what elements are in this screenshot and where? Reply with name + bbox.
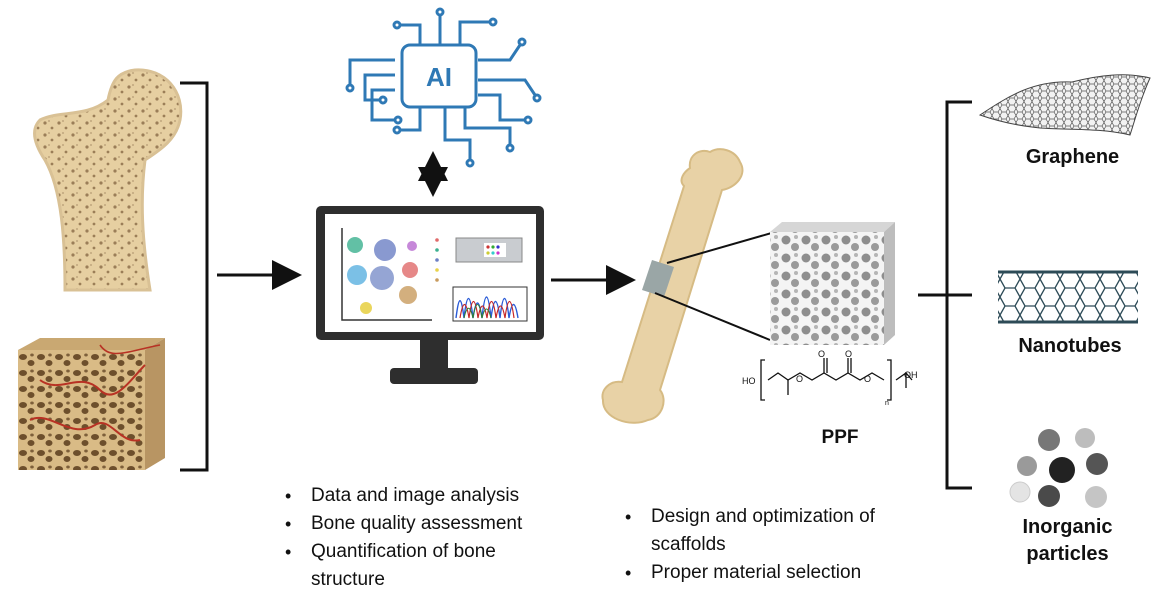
bullet-item: Design and optimization of scaffolds xyxy=(623,503,943,559)
nanotube-illustration xyxy=(998,270,1138,324)
ppf-label: PPF xyxy=(821,427,859,448)
inorganic-particles-illustration xyxy=(1009,428,1108,508)
ai-brain-circuit xyxy=(345,7,542,168)
right-bullet-list: Design and optimization of scaffolds Pro… xyxy=(623,503,943,587)
chem-ho-label: HO xyxy=(742,376,756,386)
left-bracket xyxy=(180,81,209,472)
ppf-scaffold-cube xyxy=(770,222,895,345)
ai-chip xyxy=(400,43,478,109)
chem-o1-label: O xyxy=(796,374,803,384)
bullet-item: Proper material selection xyxy=(623,559,943,587)
bullet-item: Quantification of bone structure xyxy=(283,538,583,594)
chem-n-label: n xyxy=(885,400,889,407)
inorganic-particles-label: Inorganic particles xyxy=(1022,516,1113,565)
chem-oh-label: OH xyxy=(904,370,918,380)
graphene-sheet-illustration xyxy=(978,74,1151,136)
trabecular-bone-cube xyxy=(18,338,165,470)
left-bullet-list: Data and image analysis Bone quality ass… xyxy=(283,482,583,594)
zoom-line-top xyxy=(666,231,776,264)
femur-head-illustration xyxy=(33,68,183,292)
chem-o2-label: O xyxy=(818,349,825,359)
long-bone-illustration xyxy=(601,148,744,424)
zoom-line-bottom xyxy=(654,292,771,341)
bullet-item: Data and image analysis xyxy=(283,482,583,510)
graphene-label: Graphene xyxy=(1025,146,1120,168)
right-bracket xyxy=(945,100,972,490)
chem-o4-label: O xyxy=(864,374,871,384)
bullet-item: Bone quality assessment xyxy=(283,510,583,538)
ppf-chemical-structure xyxy=(760,358,913,401)
ai-badge-text: AI xyxy=(426,62,452,92)
nanotubes-label: Nanotubes xyxy=(1018,335,1122,357)
computer-monitor xyxy=(316,206,544,384)
chem-o3-label: O xyxy=(845,349,852,359)
